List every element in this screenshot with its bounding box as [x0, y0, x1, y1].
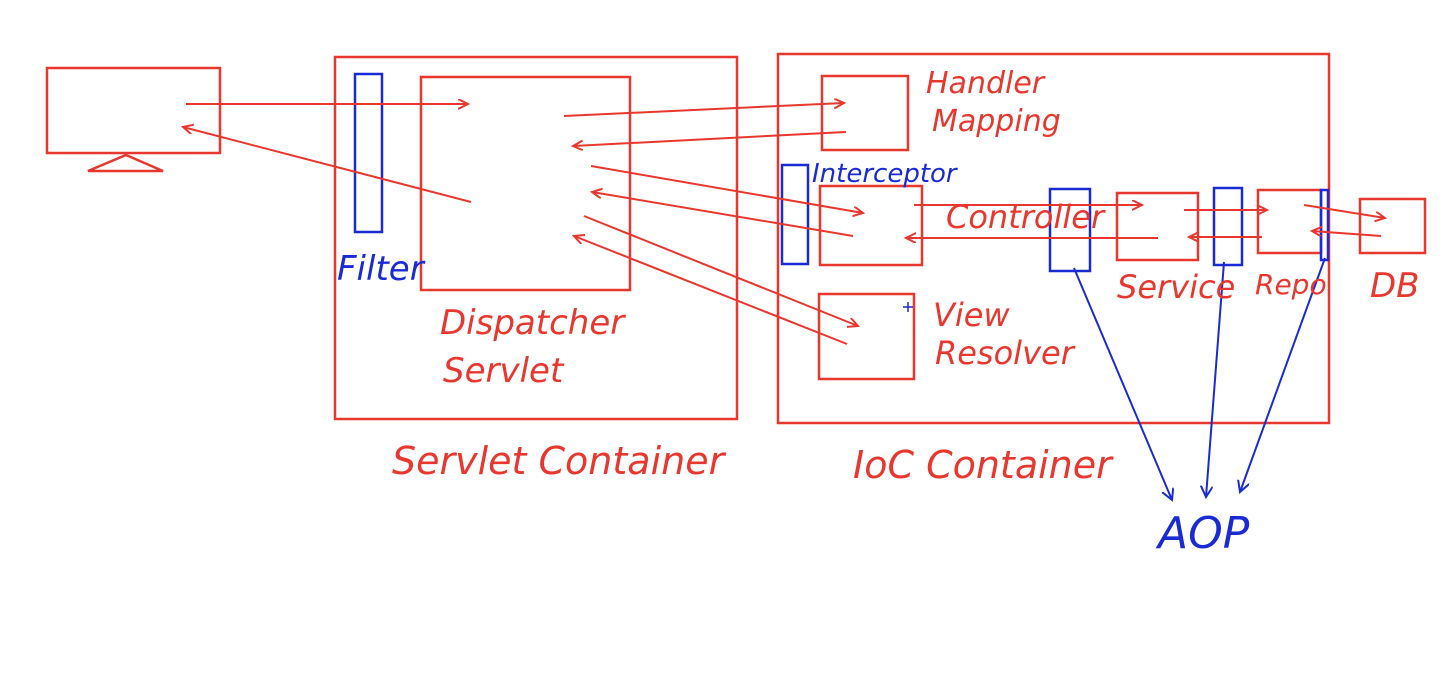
- arrow-response-dispatcher-to-client: [183, 127, 472, 203]
- handler-mapping-box: [820, 74, 910, 152]
- db-label: DB: [1370, 266, 1420, 306]
- arrow-aop-controller: [1073, 267, 1172, 500]
- monitor-screen: [45, 66, 222, 155]
- arrow-dispatcher-to-view-resolver: [583, 215, 858, 326]
- monitor-stand: [87, 153, 164, 173]
- view-resolver-label-line2: Resolver: [935, 334, 1076, 372]
- arrow-aop-repo: [1240, 257, 1326, 492]
- dispatcher-label-line1: Dispatcher: [440, 303, 626, 343]
- arrow-dispatcher-to-handler-mapping: [563, 103, 844, 117]
- view-resolver-label-line1: View: [933, 296, 1010, 334]
- arrow-aop-service: [1206, 261, 1225, 497]
- dispatcher-label-line2: Servlet: [443, 351, 565, 391]
- service-box: [1115, 191, 1200, 262]
- handler-mapping-label-line2: Mapping: [932, 104, 1061, 139]
- filter-label: Filter: [337, 249, 426, 289]
- aop-proxy-controller-box: [1048, 187, 1092, 273]
- arrow-handler-mapping-to-dispatcher: [573, 131, 847, 146]
- plus-mark: [903, 302, 913, 312]
- aop-proxy-repo-box: [1319, 188, 1330, 262]
- arrow-dispatcher-to-controller: [590, 165, 863, 213]
- arrow-view-resolver-to-dispatcher: [574, 236, 848, 345]
- aop-proxy-service-box: [1212, 186, 1244, 267]
- servlet-container-label: Servlet Container: [392, 439, 727, 483]
- controller-label: Controller: [946, 198, 1106, 236]
- handler-mapping-label-line1: Handler: [926, 66, 1046, 101]
- aop-label: AOP: [1155, 508, 1250, 559]
- repo-label: Repo: [1255, 268, 1327, 301]
- controller-box: [818, 184, 924, 267]
- ioc-container-label: IoC Container: [853, 443, 1114, 487]
- arrow-repo-to-db: [1303, 204, 1385, 218]
- arrow-controller-to-dispatcher: [592, 192, 854, 237]
- view-resolver-box: [817, 292, 916, 381]
- db-box: [1358, 197, 1427, 255]
- filter-box: [353, 72, 384, 234]
- monitor-icon: [45, 66, 222, 173]
- interceptor-box: [780, 163, 810, 266]
- interceptor-label: Interceptor: [812, 159, 959, 189]
- dispatcher-servlet-box: [419, 75, 632, 292]
- service-label: Service: [1117, 268, 1235, 306]
- repo-box: [1256, 188, 1323, 255]
- arrow-db-to-repo: [1312, 231, 1382, 237]
- servlet-container-box: [333, 55, 739, 421]
